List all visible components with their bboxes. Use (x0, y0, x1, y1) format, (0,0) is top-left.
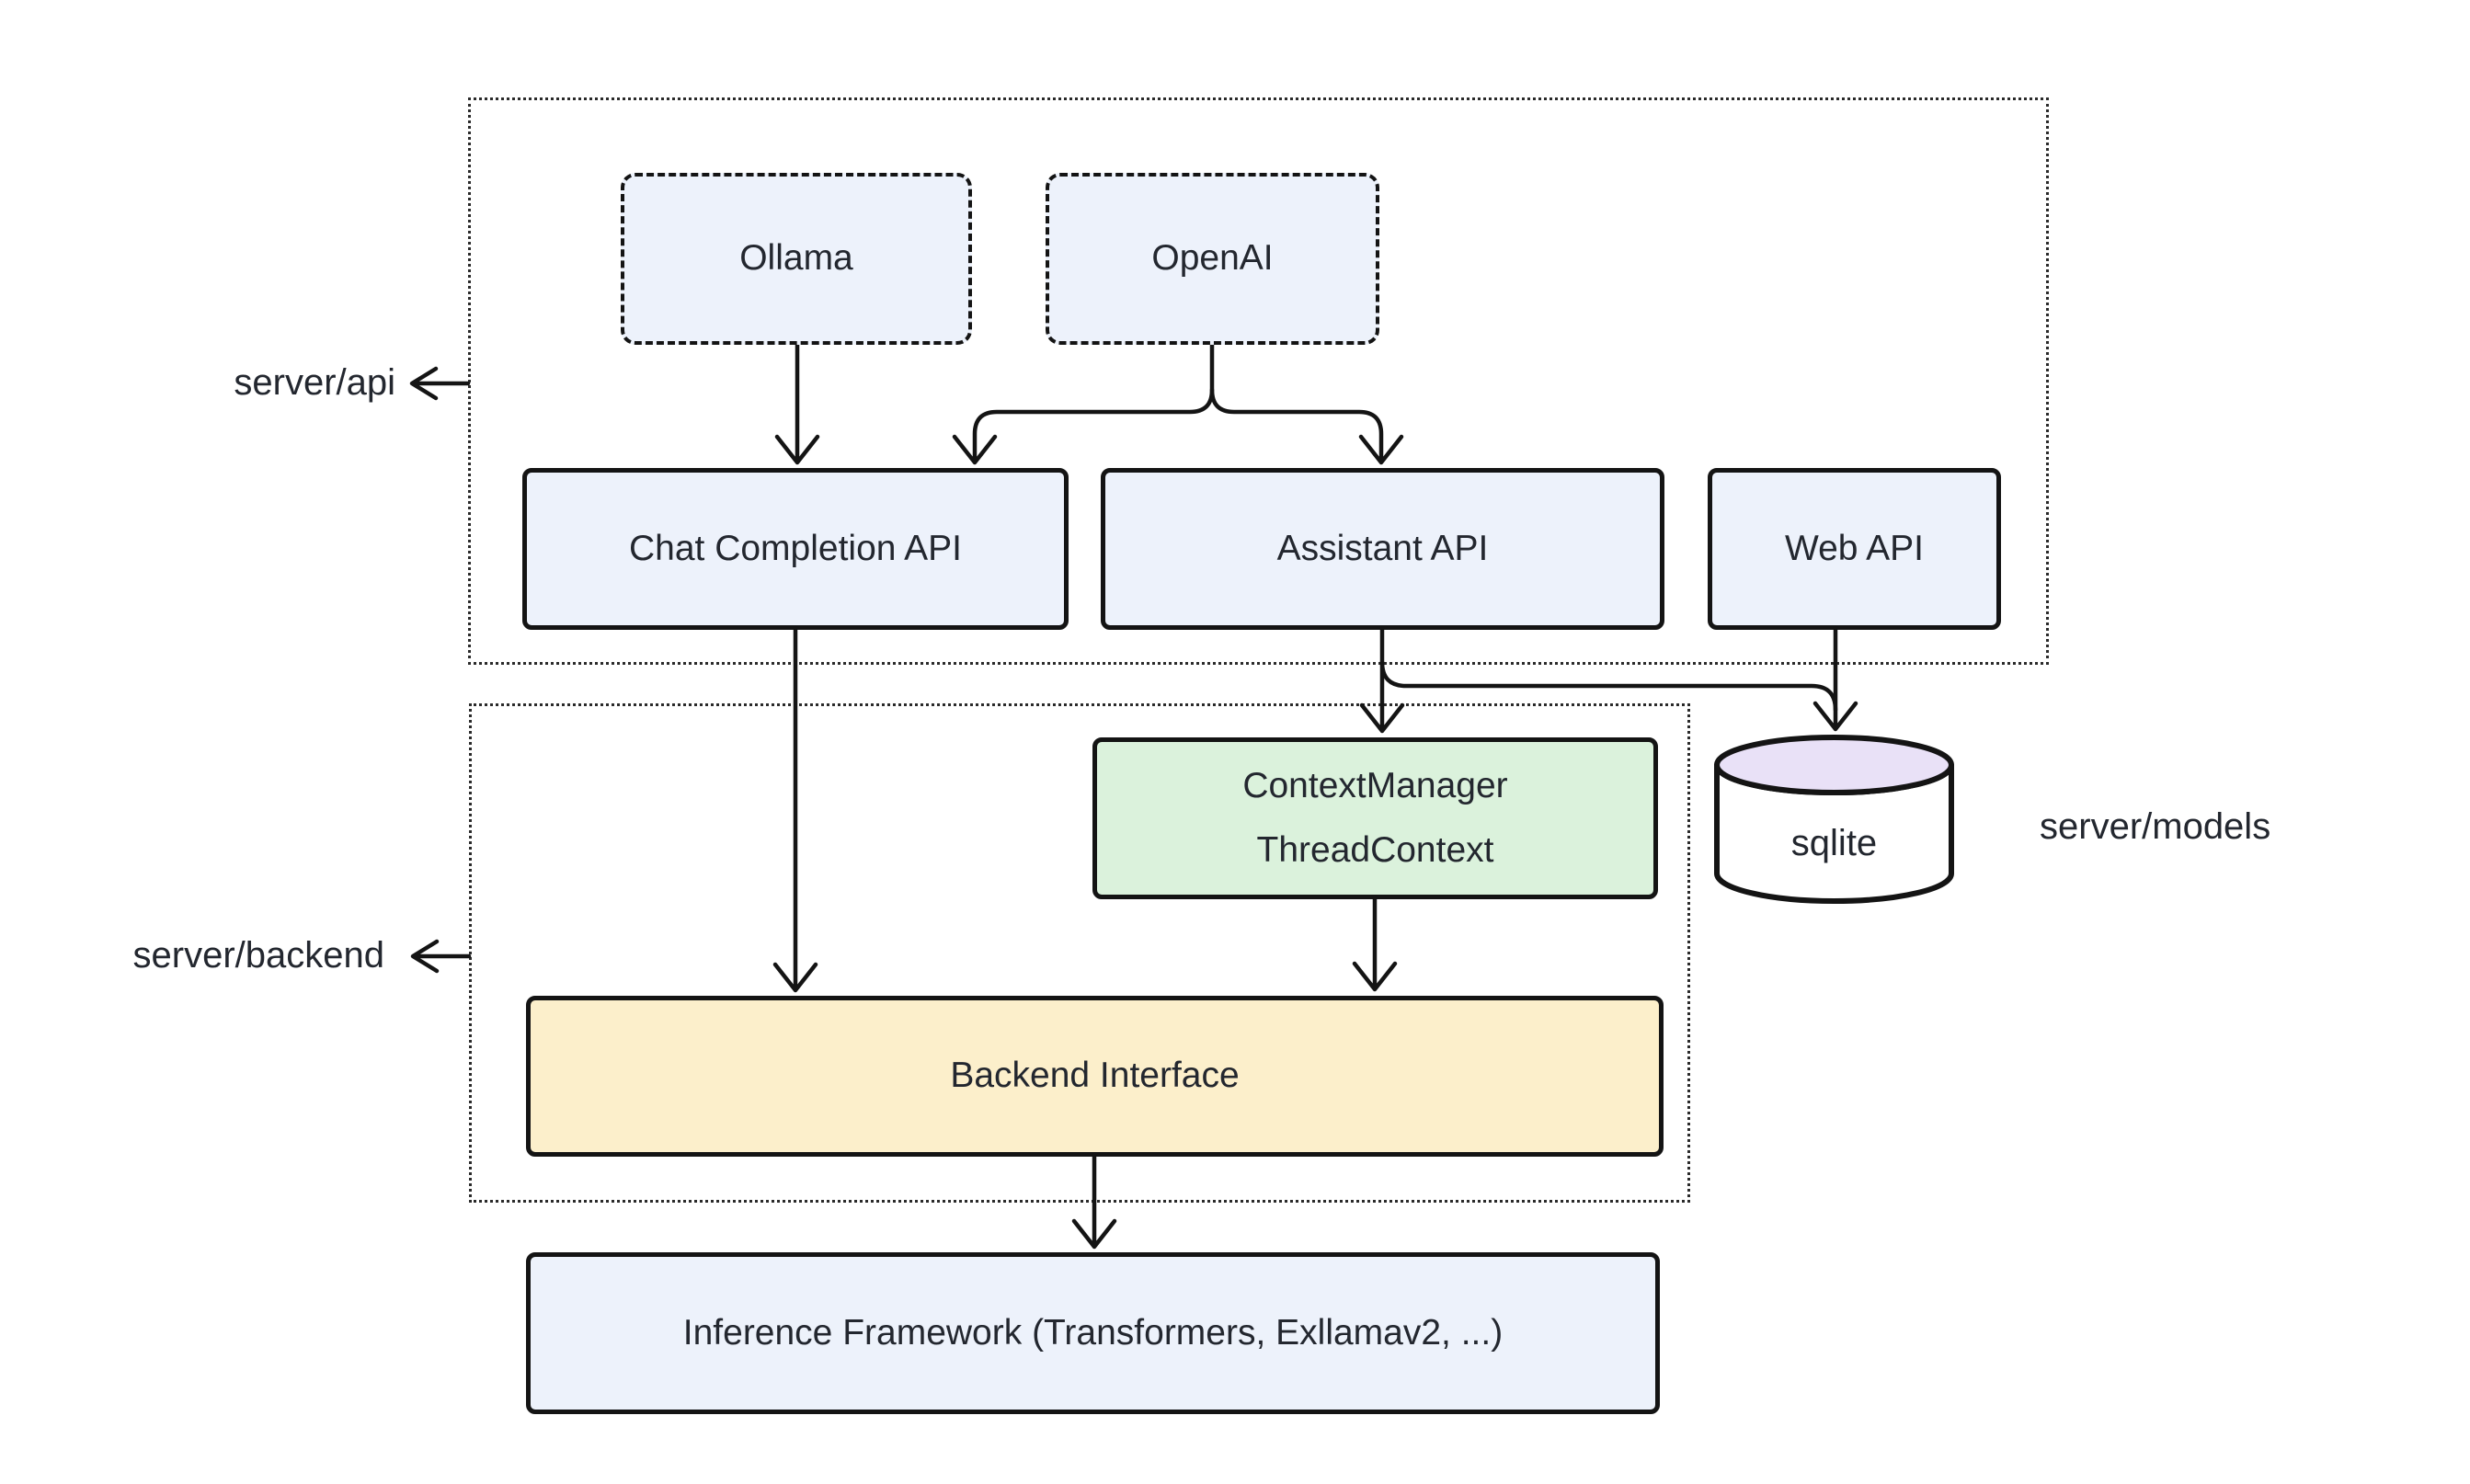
sqlite-label: sqlite (1717, 802, 1951, 885)
node-context-manager-line2: ThreadContext (1256, 830, 1494, 870)
node-ollama: Ollama (621, 173, 972, 345)
node-openai-label: OpenAI (1151, 238, 1274, 279)
node-web-api: Web API (1708, 468, 2001, 630)
node-assistant-api-label: Assistant API (1276, 528, 1489, 568)
server-backend-label-arrow (410, 939, 472, 974)
label-server-api: server/api (234, 362, 395, 403)
server-api-label-arrow (409, 366, 471, 401)
node-inference-framework: Inference Framework (Transformers, Exlla… (526, 1252, 1660, 1414)
node-chat-completion-api: Chat Completion API (522, 468, 1069, 630)
node-web-api-label: Web API (1784, 528, 1925, 568)
label-server-models: server/models (2040, 806, 2271, 847)
node-backend-interface-label: Backend Interface (950, 1056, 1240, 1096)
node-ollama-label: Ollama (739, 238, 853, 279)
sqlite-label-text: sqlite (1790, 822, 1878, 863)
node-context-manager: ContextManager ThreadContext (1092, 737, 1658, 899)
sqlite-cylinder-top (1714, 735, 1954, 795)
node-assistant-api: Assistant API (1101, 468, 1664, 630)
node-context-manager-line1: ContextManager (1242, 766, 1508, 805)
node-chat-completion-api-label: Chat Completion API (628, 528, 963, 568)
label-server-backend: server/backend (132, 935, 384, 976)
node-backend-interface: Backend Interface (526, 996, 1664, 1157)
node-openai: OpenAI (1046, 173, 1379, 345)
node-inference-framework-label: Inference Framework (Transformers, Exlla… (682, 1312, 1504, 1353)
